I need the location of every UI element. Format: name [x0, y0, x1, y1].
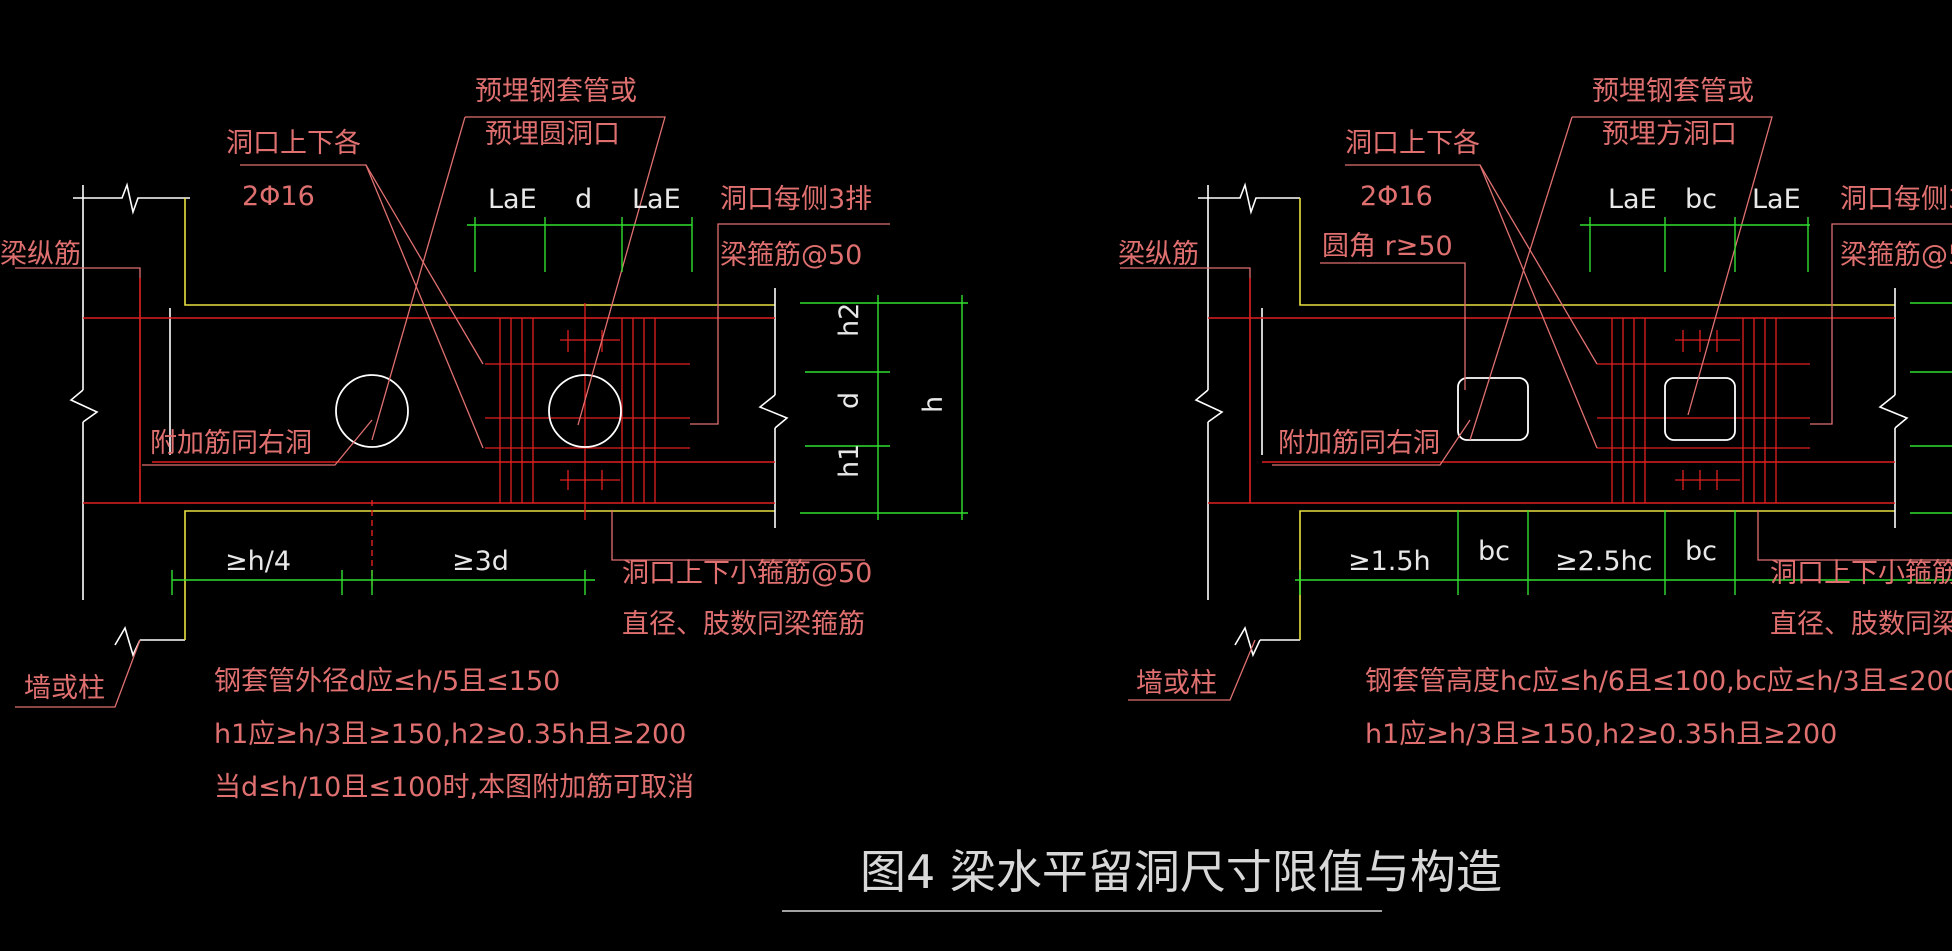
square-opening-left: [1457, 377, 1529, 441]
dim-lae-2: LaE: [632, 184, 681, 215]
stirrup-label-2: 梁箍筋@50: [1840, 240, 1952, 271]
dim-bc-2: bc: [1685, 536, 1717, 567]
stirrup-label-1: 洞口每侧3排: [720, 184, 872, 215]
wall-column: [1194, 182, 1300, 658]
stirrup-label-1: 洞口每侧3排: [1840, 184, 1952, 215]
wall-label: 墙或柱: [1136, 668, 1217, 699]
dim-lae-1: LaE: [488, 184, 537, 215]
same-bar-label: 附加筋同右洞: [1278, 428, 1440, 459]
dimension-lines: [1295, 217, 1952, 595]
dim-bc-1: bc: [1478, 536, 1510, 567]
beam-end-break: [758, 288, 789, 528]
dim-bc: bc: [1685, 184, 1717, 215]
drawing-title: 图4 梁水平留洞尺寸限值与构造: [860, 845, 1502, 899]
dim-3d: ≥3d: [452, 546, 509, 577]
beam-end-break: [1878, 288, 1909, 528]
note-1: 钢套管外径d应≤h/5且≤150: [214, 666, 560, 697]
long-bar-label: 梁纵筋: [1118, 239, 1199, 270]
same-bar-label: 附加筋同右洞: [150, 428, 312, 459]
sleeve-label-1: 预埋钢套管或: [475, 76, 637, 107]
dim-h2: h2: [834, 303, 865, 337]
sleeve-label-1: 预埋钢套管或: [1592, 76, 1754, 107]
addbar-label-1: 洞口上下各: [1345, 128, 1480, 159]
dim-2-5hc: ≥2.5hc: [1555, 546, 1653, 577]
wall-label: 墙或柱: [24, 673, 105, 704]
dim-d-vertical: d: [834, 392, 865, 409]
left-text: 预埋钢套管或 预埋圆洞口 洞口上下各 2Φ16 梁纵筋 LaE d LaE 洞口…: [0, 76, 949, 803]
right-detail: [1120, 116, 1952, 701]
stirrup-cage: [1597, 318, 1810, 503]
small-stirrup-label-1: 洞口上下小箍筋@50: [622, 558, 872, 589]
square-openings: [1457, 377, 1736, 441]
wall-column: [69, 182, 190, 658]
corner-label: 圆角 r≥50: [1322, 231, 1453, 262]
small-stirrup-label-1: 洞口上下小箍筋@5: [1770, 558, 1952, 589]
beam-edges: [184, 198, 775, 640]
dim-h-over-4: ≥h/4: [225, 546, 291, 577]
round-opening-right: [548, 374, 622, 448]
note-1: 钢套管高度hc应≤h/6且≤100,bc应≤h/3且≤200,: [1365, 666, 1952, 697]
dim-h1: h1: [834, 444, 865, 478]
sleeve-label-2: 预埋方洞口: [1602, 119, 1737, 150]
dim-h: h: [918, 396, 949, 413]
longitudinal-rebars: [1208, 278, 1895, 504]
note-3: 当d≤h/10且≤100时,本图附加筋可取消: [214, 772, 694, 803]
small-stirrup-label-2: 直径、肢数同梁箍筋: [1770, 609, 1952, 640]
note-2: h1应≥h/3且≥150,h2≥0.35h且≥200: [214, 719, 686, 750]
sleeve-label-2: 预埋圆洞口: [485, 119, 620, 150]
leader-lines: [1120, 116, 1952, 701]
leader-lines: [15, 116, 890, 708]
round-opening-left: [335, 374, 409, 448]
beam-edges: [1299, 198, 1895, 640]
square-opening-right: [1664, 377, 1736, 441]
dimension-lines: [171, 217, 968, 595]
dim-lae-2: LaE: [1752, 184, 1801, 215]
addbar-label-2: 2Φ16: [242, 181, 315, 212]
small-stirrup-label-2: 直径、肢数同梁箍筋: [622, 609, 865, 640]
long-bar-label: 梁纵筋: [0, 239, 81, 270]
dim-lae-1: LaE: [1608, 184, 1657, 215]
stirrup-label-2: 梁箍筋@50: [720, 240, 862, 271]
addbar-label-2: 2Φ16: [1360, 181, 1433, 212]
dim-1-5h: ≥1.5h: [1348, 546, 1431, 577]
drawing-title-block: 图4 梁水平留洞尺寸限值与构造: [782, 845, 1502, 912]
note-2: h1应≥h/3且≥150,h2≥0.35h且≥200: [1365, 719, 1837, 750]
stirrup-cage: [485, 303, 690, 520]
right-text: 预埋钢套管或 预埋方洞口 洞口上下各 2Φ16 圆角 r≥50 梁纵筋 LaE …: [1118, 76, 1952, 750]
addbar-label-1: 洞口上下各: [226, 128, 361, 159]
round-openings: [335, 374, 622, 448]
dim-d: d: [575, 184, 592, 215]
left-detail: [15, 116, 968, 708]
